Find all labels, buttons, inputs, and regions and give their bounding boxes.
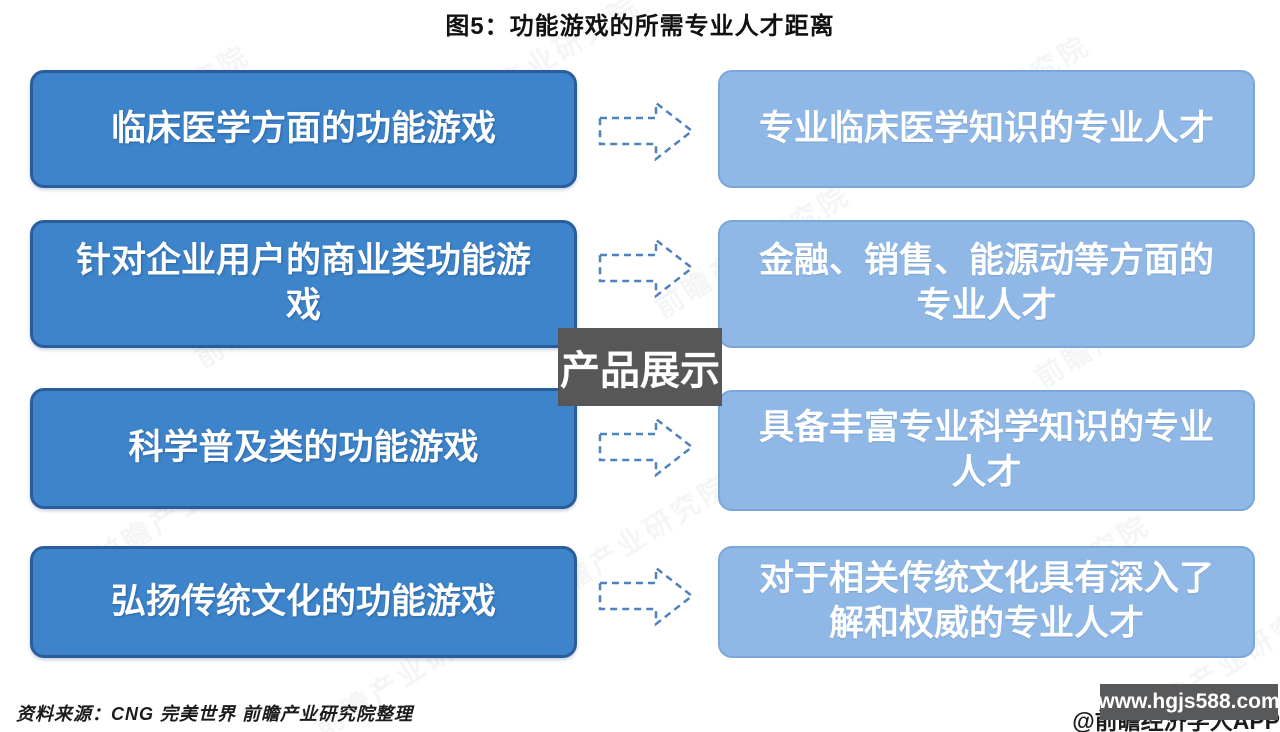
center-watermark-label: 产品展示 bbox=[560, 349, 720, 393]
flow-box-right-1: 专业临床医学知识的专业人才 bbox=[718, 70, 1255, 188]
flow-arrow-icon bbox=[598, 237, 695, 299]
flow-box-left-1: 临床医学方面的功能游戏 bbox=[30, 70, 577, 188]
flow-box-right-2: 金融、销售、能源动等方面的专业人才 bbox=[718, 220, 1255, 348]
flow-box-right-3: 具备丰富专业科学知识的专业人才 bbox=[718, 390, 1255, 511]
flow-arrow-icon bbox=[598, 100, 695, 162]
flow-arrow-icon bbox=[598, 416, 695, 478]
flow-box-left-3: 科学普及类的功能游戏 bbox=[30, 388, 577, 509]
flow-box-left-2: 针对企业用户的商业类功能游戏 bbox=[30, 220, 577, 348]
source-note: 资料来源：CNG 完美世界 前瞻产业研究院整理 bbox=[16, 704, 413, 724]
figure-title: 图5：功能游戏的所需专业人才距离 bbox=[445, 13, 835, 40]
url-watermark-overlay: www.hgjs588.com bbox=[1098, 684, 1280, 720]
flow-box-left-4: 弘扬传统文化的功能游戏 bbox=[30, 546, 577, 658]
flow-arrow-icon bbox=[598, 565, 695, 627]
url-watermark-label: www.hgjs588.com bbox=[1098, 690, 1280, 713]
center-watermark-overlay: 产品展示 bbox=[558, 328, 722, 406]
flow-box-right-4: 对于相关传统文化具有深入了解和权威的专业人才 bbox=[718, 546, 1255, 658]
